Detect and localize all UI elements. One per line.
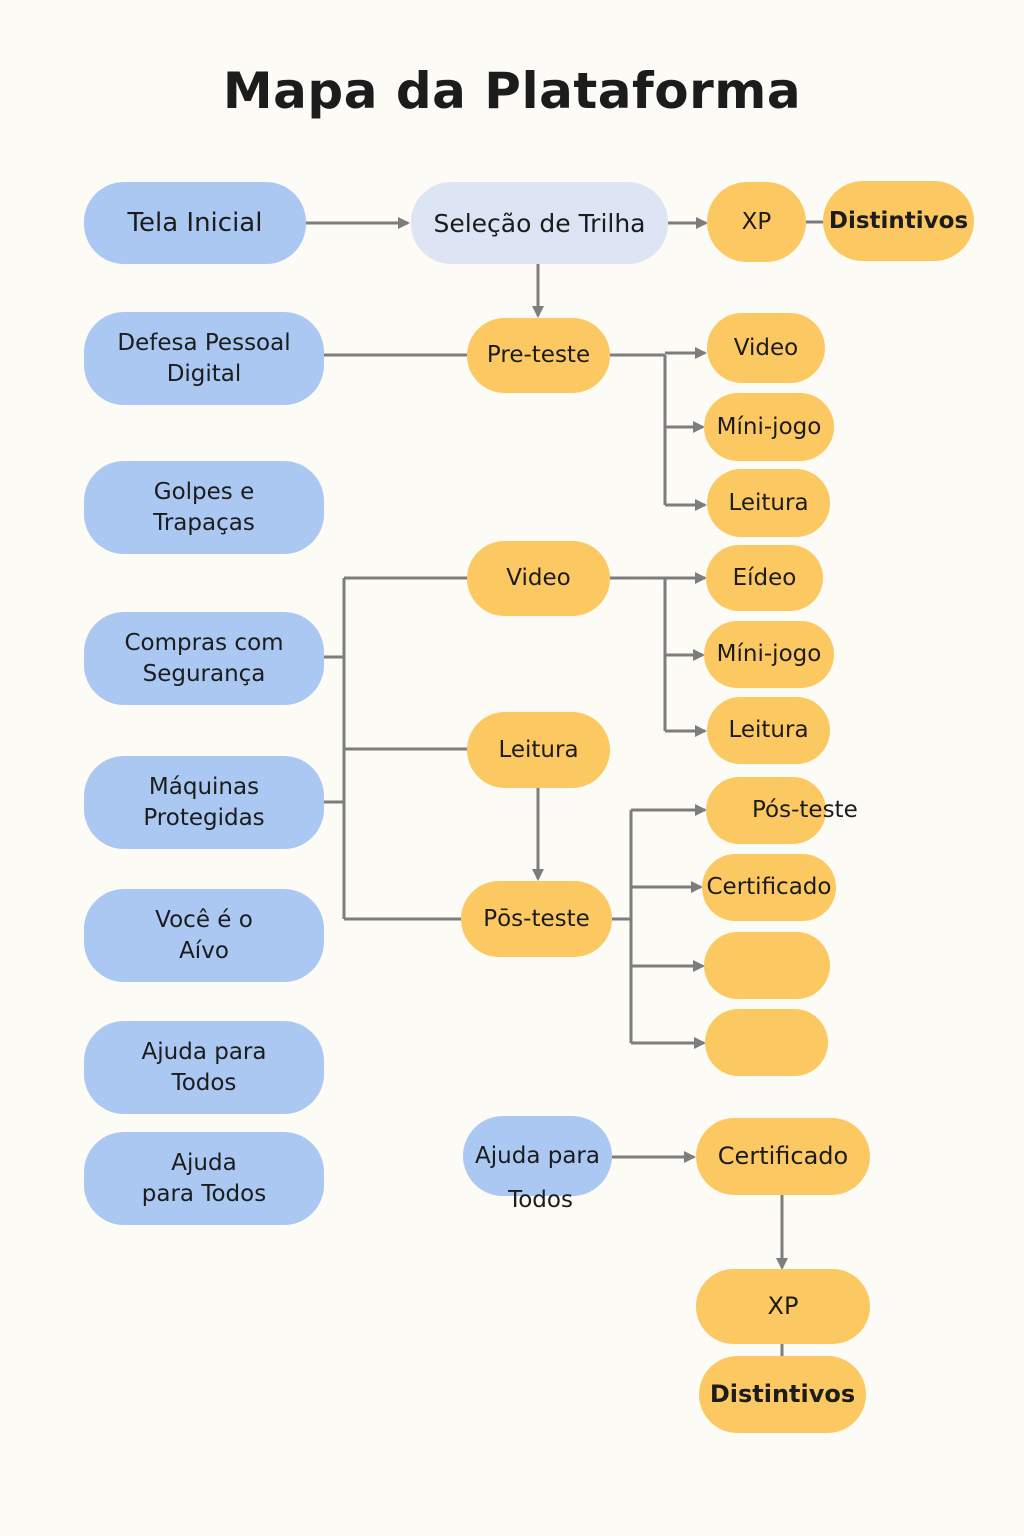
node-ajuda-bottom: Ajuda para	[463, 1116, 612, 1196]
node-pre-teste: Pre-teste	[467, 318, 610, 393]
node-golpes: Golpes e Trapaças	[84, 461, 324, 554]
node-empty-2	[705, 1009, 828, 1076]
node-tela-inicial: Tela Inicial	[84, 182, 306, 264]
node-voce-alvo: Você é o Aívo	[84, 889, 324, 982]
node-selecao-trilha: Seleção de Trilha	[411, 182, 668, 264]
node-video-mid: Video	[467, 541, 610, 616]
node-leitura-2: Leitura	[707, 697, 830, 764]
node-distintivos-bottom: Distintivos	[699, 1356, 866, 1433]
diagram-title: Mapa da Plataforma	[222, 62, 802, 120]
node-video-1: Video	[707, 313, 825, 383]
node-distintivos-top: Distintivos	[823, 181, 974, 261]
node-ajuda-2: Ajuda para Todos	[84, 1132, 324, 1225]
node-empty-1	[704, 932, 830, 999]
node-ajuda-1: Ajuda para Todos	[84, 1021, 324, 1114]
node-leitura-1: Leitura	[707, 469, 830, 537]
node-xp-bottom: XP	[696, 1269, 870, 1344]
node-defesa-pessoal: Defesa Pessoal Digital	[84, 312, 324, 405]
node-certificado-bottom: Certificado	[696, 1118, 870, 1195]
node-xp-top: XP	[707, 182, 806, 262]
node-leitura-mid: Leitura	[467, 712, 610, 788]
node-minijogo-1: Míni-jogo	[704, 393, 834, 461]
node-pos-teste-right: Pós-teste	[706, 777, 858, 844]
node-certificado-right: Certificado	[702, 854, 836, 921]
node-minijogo-2: Míni-jogo	[704, 621, 834, 688]
node-compras: Compras com Segurança	[84, 612, 324, 705]
node-maquinas: Máquinas Protegidas	[84, 756, 324, 849]
node-eideo: Eídeo	[706, 545, 823, 611]
node-ajuda-bottom-sub: Todos	[508, 1187, 573, 1213]
node-pos-teste-mid: Pōs-teste	[461, 881, 612, 957]
